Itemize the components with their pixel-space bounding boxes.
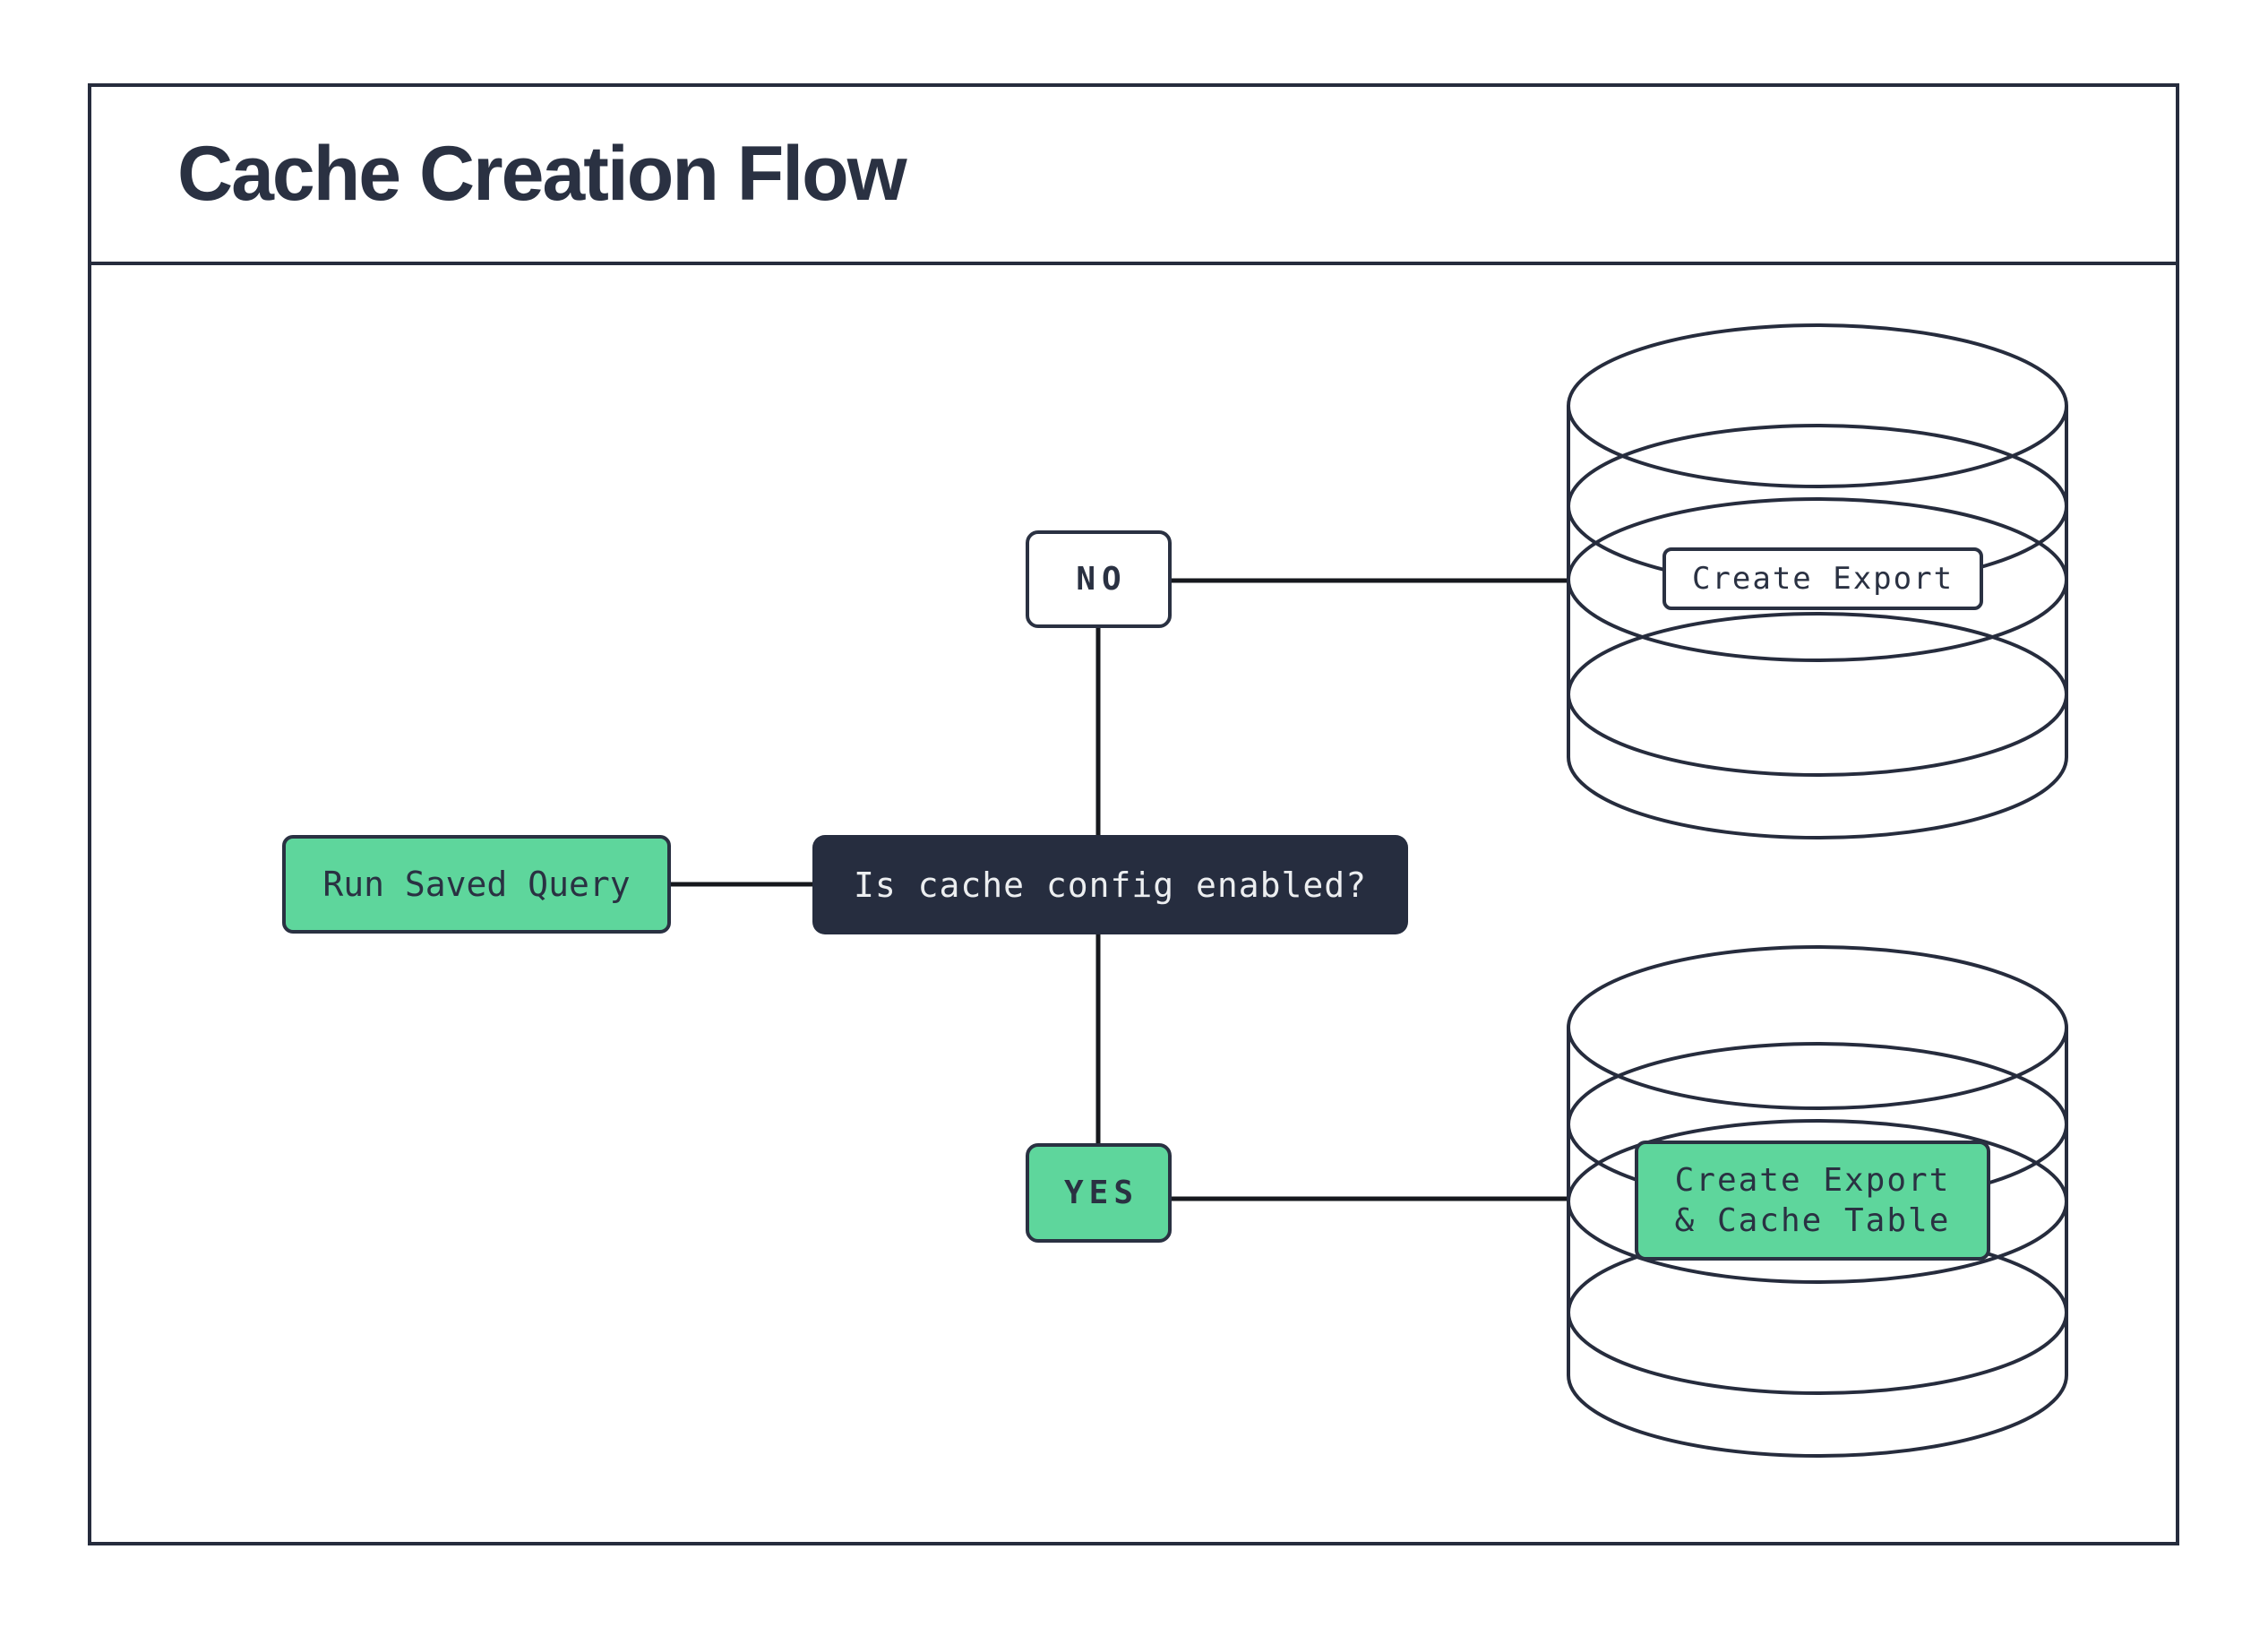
node-create-export-cache-table: Create Export & Cache Table bbox=[1635, 1141, 1990, 1261]
database-icon-top bbox=[1567, 323, 2068, 839]
node-create-export-label: Create Export bbox=[1691, 561, 1954, 597]
node-create-export: Create Export bbox=[1662, 547, 1983, 610]
node-run-saved-query: Run Saved Query bbox=[282, 835, 671, 934]
node-create-export-cache-line2: & Cache Table bbox=[1674, 1202, 1951, 1239]
node-branch-no: NO bbox=[1026, 530, 1172, 628]
node-create-export-cache-line1: Create Export bbox=[1674, 1162, 1951, 1199]
node-branch-yes: YES bbox=[1026, 1143, 1172, 1243]
page-title: Cache Creation Flow bbox=[177, 131, 907, 217]
node-decision-label: Is cache config enabled? bbox=[853, 865, 1368, 905]
database-icon-bottom bbox=[1567, 945, 2068, 1458]
node-decision-cache-config: Is cache config enabled? bbox=[812, 835, 1408, 934]
node-run-saved-query-label: Run Saved Query bbox=[322, 865, 631, 904]
title-bar: Cache Creation Flow bbox=[91, 87, 2176, 265]
node-branch-yes-label: YES bbox=[1063, 1175, 1139, 1211]
node-branch-no-label: NO bbox=[1076, 561, 1128, 598]
